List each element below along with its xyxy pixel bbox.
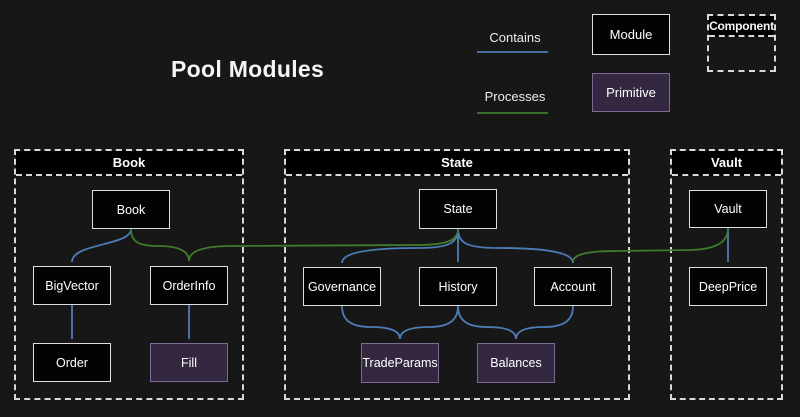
legend-contains-label: Contains: [489, 30, 541, 45]
container-book: Book: [14, 149, 244, 400]
legend-primitive-box: Primitive: [592, 73, 670, 112]
node-deepprice: DeepPrice: [689, 267, 767, 306]
container-vault: Vault: [670, 149, 783, 400]
legend-component-box: Component: [707, 14, 776, 72]
node-order: Order: [33, 343, 111, 382]
legend-processes-label: Processes: [484, 89, 546, 104]
node-vault-node: Vault: [689, 190, 767, 228]
node-governance: Governance: [303, 267, 381, 306]
node-balances: Balances: [477, 343, 555, 383]
container-state: State: [284, 149, 630, 400]
node-state-node: State: [419, 189, 497, 229]
container-title-state: State: [286, 151, 628, 176]
node-history: History: [419, 267, 497, 306]
node-orderinfo: OrderInfo: [150, 266, 228, 305]
legend-component-label: Component: [709, 16, 774, 37]
page-title: Pool Modules: [171, 56, 325, 82]
legend-primitive-label: Primitive: [606, 85, 656, 100]
node-bigvector: BigVector: [33, 266, 111, 305]
node-fill: Fill: [150, 343, 228, 382]
legend-module-label: Module: [609, 27, 653, 42]
container-title-book: Book: [16, 151, 242, 176]
node-account: Account: [534, 267, 612, 306]
node-tradeparams: TradeParams: [361, 343, 439, 383]
legend-module-box: Module: [592, 14, 670, 55]
node-book-node: Book: [92, 190, 170, 229]
container-title-vault: Vault: [672, 151, 781, 176]
